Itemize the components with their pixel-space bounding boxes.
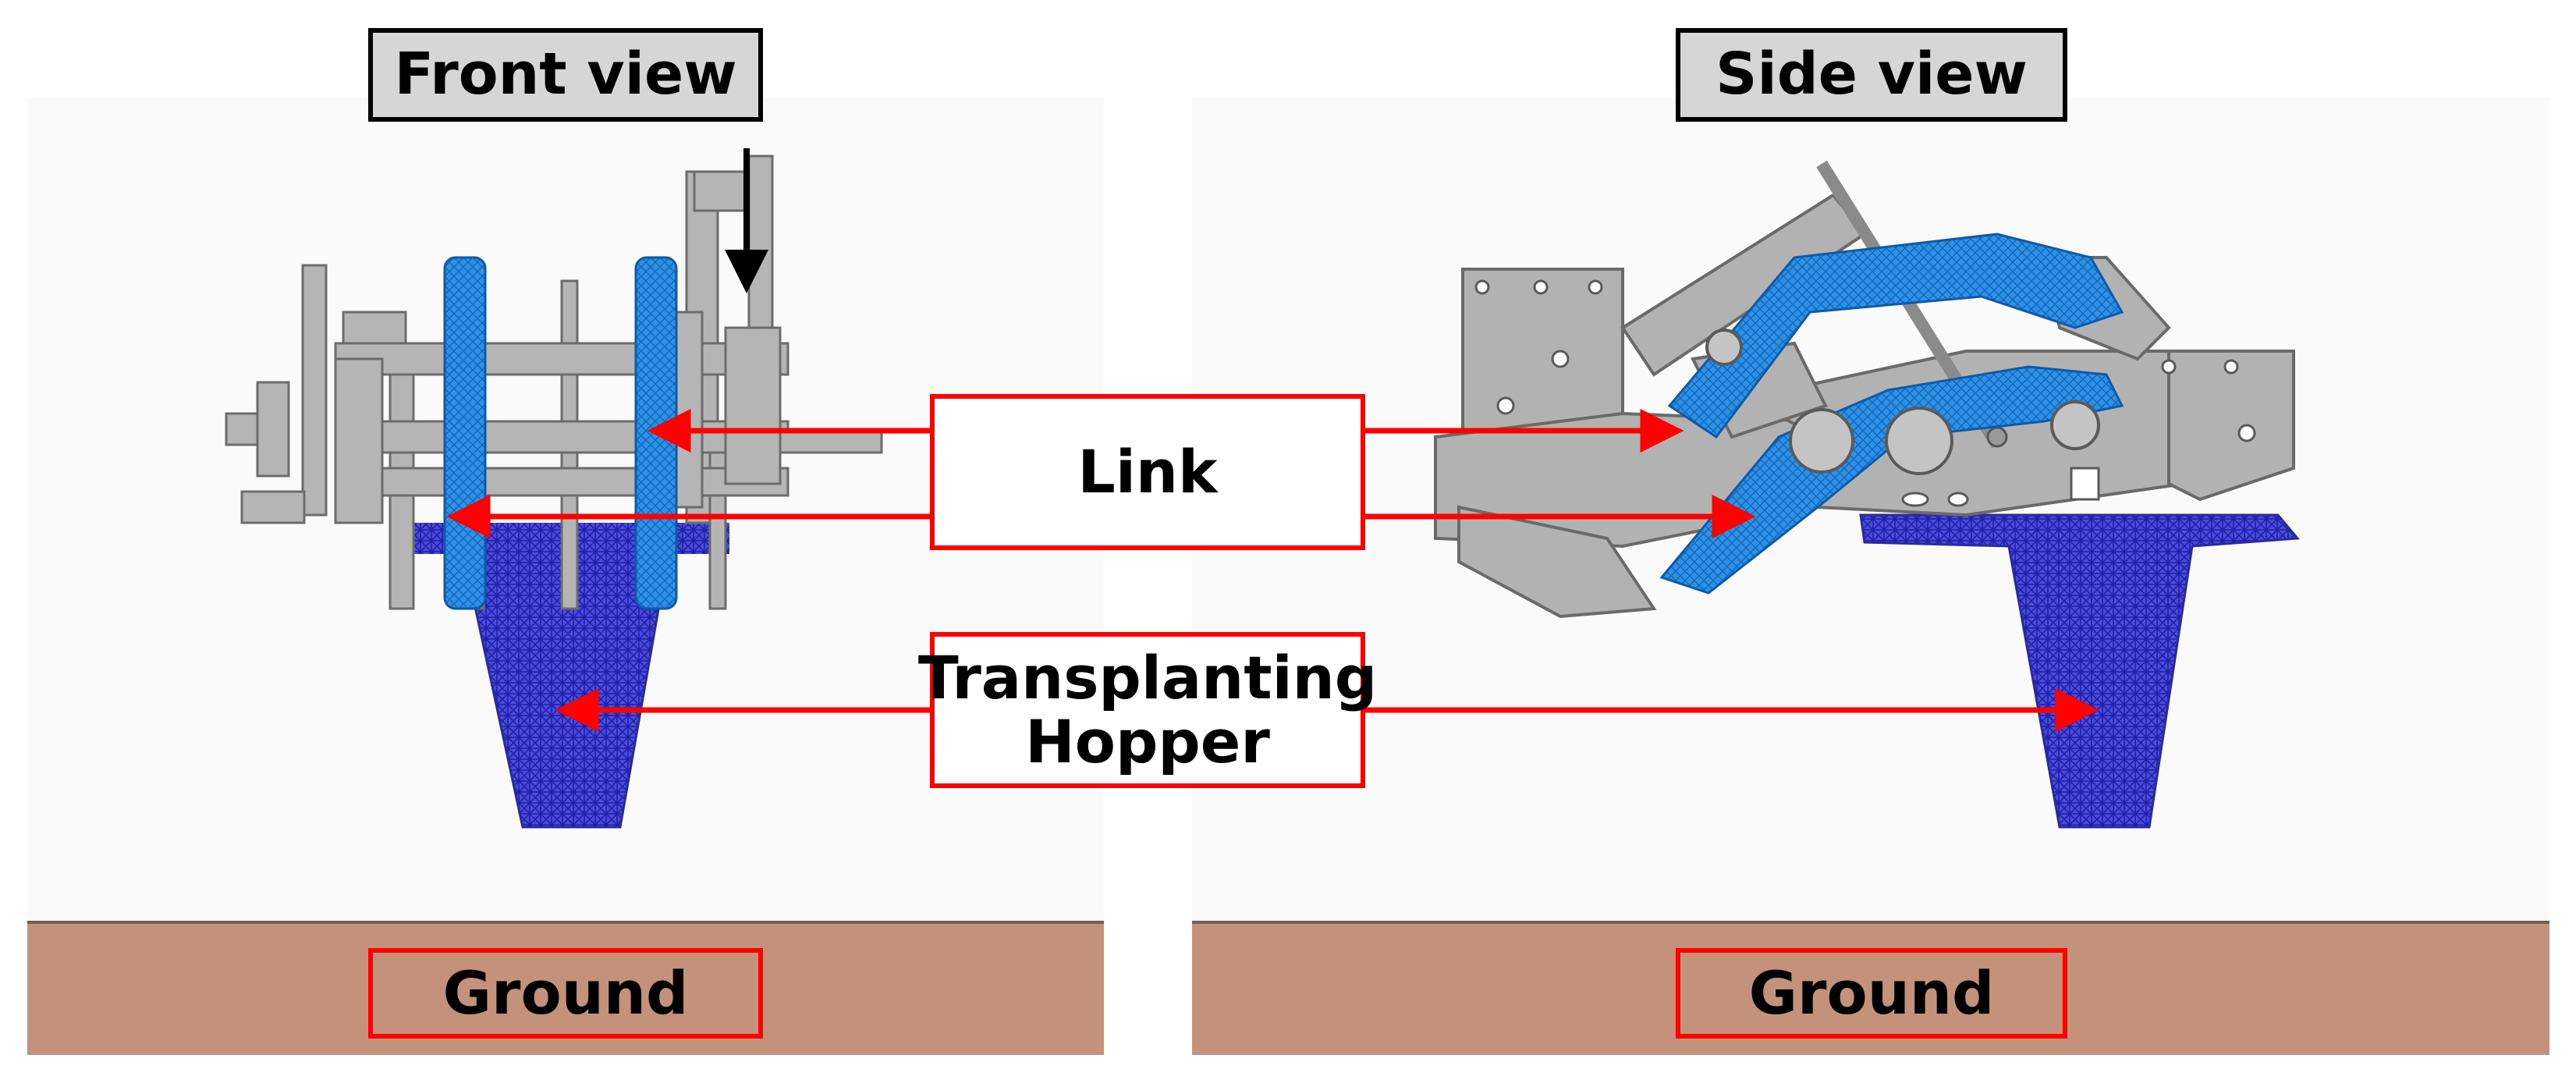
ground-label-right: Ground	[1676, 948, 2067, 1039]
ground-label-left: Ground	[368, 948, 763, 1039]
side-hopper	[1859, 513, 2301, 829]
transplanting-hopper-callout: Transplanting Hopper	[918, 632, 1377, 788]
side-link-upper	[1667, 233, 2124, 439]
side-view-title: Side view	[1676, 28, 2067, 122]
front-view-title: Front view	[368, 28, 763, 122]
hopper-callout-line2: Hopper	[1025, 707, 1270, 776]
side-view-machine	[1434, 160, 2301, 829]
front-link-left	[443, 256, 487, 610]
side-link-lower	[1659, 365, 2124, 595]
link-callout: Link	[930, 394, 1365, 550]
callout-arrows	[446, 409, 2099, 732]
hopper-callout-line1: Transplanting	[917, 642, 1378, 712]
front-view-machine	[225, 148, 883, 829]
